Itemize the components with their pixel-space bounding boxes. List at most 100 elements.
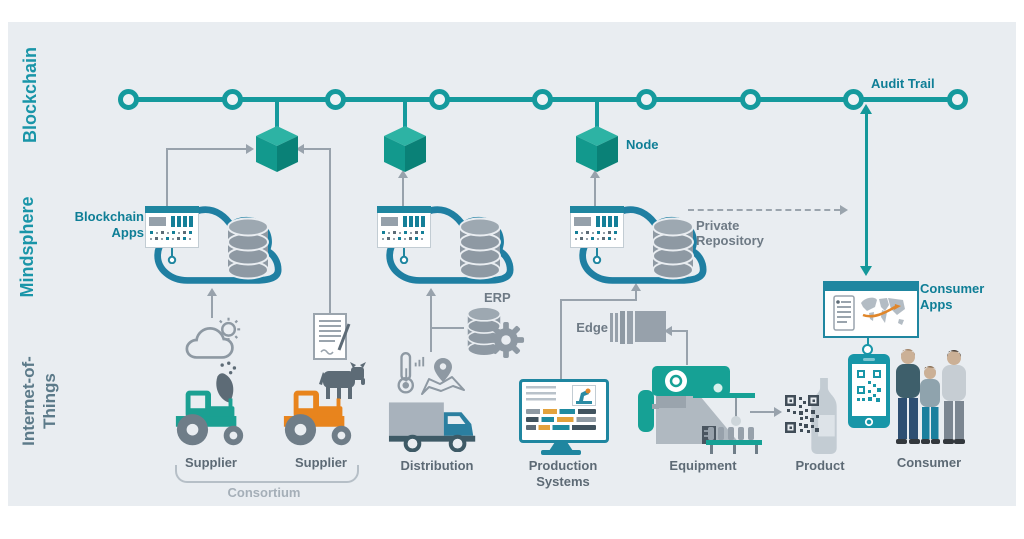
equipment-label: Equipment [669,458,737,473]
world-map-icon [861,297,905,325]
connector [686,331,688,365]
connector [430,327,464,329]
chain-node-circle [325,89,346,110]
chain-node-circle [843,89,864,110]
monitor-data-strip [526,409,596,414]
chain-drop-line [403,101,407,129]
blockchain-apps-label: Blockchain Apps [74,209,144,240]
connector [560,299,637,301]
connector [166,148,246,150]
arrowhead [590,170,600,178]
audit-trail-arrowhead-up [860,104,872,114]
erp-gear-icon [487,321,525,359]
layer-label-iot-line1: Internet-of- [19,356,38,446]
supplier-left-label: Supplier [184,455,237,470]
qr-code-icon [785,395,819,433]
chain-drop-line [595,101,599,129]
layer-label-iot-line2: Things [40,373,60,429]
arrowhead [246,144,254,154]
audit-trail-arrow-line [865,112,868,268]
connector [211,296,213,318]
monitor-chart-box [526,386,556,403]
truck-icon [388,402,476,452]
chain-node-circle [947,89,968,110]
connector [672,330,688,332]
arrowhead [774,407,782,417]
distribution-label: Distribution [400,458,474,473]
erp-label: ERP [484,290,511,305]
consumer-label: Consumer [896,455,962,470]
connector [594,178,596,207]
chain-node-circle [429,89,450,110]
arrowhead [426,288,436,296]
arrowhead [207,288,217,296]
private-repository-label: Private Repository [696,218,764,248]
map-pin-icon [421,358,465,395]
production-monitor [519,379,609,443]
connector [635,291,637,301]
cow-icon [319,362,366,399]
arrowhead [398,170,408,178]
connector [560,299,562,380]
connector [166,148,168,208]
chain-node-circle [118,89,139,110]
cloud-platform-group [573,200,713,300]
thermometer-icon [397,351,425,394]
monitor-data-strip [526,425,596,430]
private-repo-dashed-arrow [688,209,840,211]
checklist-document-icon [833,295,855,331]
smartphone-icon [848,354,890,428]
node-cube-icon [256,126,298,172]
node-label: Node [626,137,659,152]
chain-drop-line [275,101,279,129]
production-systems-label: Production Systems [528,458,598,489]
node-cube-icon [384,126,426,172]
robot-arm-icon [572,385,596,406]
node-cube-icon [576,126,618,172]
layer-label-iot: Internet-of- Things [18,336,62,466]
chain-node-circle [636,89,657,110]
control-panel-icon [145,206,199,264]
layer-label-mindsphere: Mindsphere [17,196,37,298]
consumer-apps-label: Consumer Apps [920,281,985,312]
audit-trail-arrowhead-down [860,266,872,276]
consumer-apps-window [823,281,919,338]
tractor-icon [280,386,358,448]
cloud-platform-group [380,200,520,300]
monitor-stand [549,443,573,451]
database-icon [226,216,270,280]
chain-node-circle [532,89,553,110]
consumer-people-icon [896,349,966,444]
consortium-bracket [175,465,359,483]
product-label: Product [795,458,845,473]
chain-node-circle [740,89,761,110]
connector [430,296,432,352]
arrowhead [631,283,641,291]
cloud-platform-group [148,200,288,300]
consumer-apps-titlebar [825,283,917,291]
arrowhead [296,144,304,154]
consumer-box-stem [867,336,869,345]
weather-cloud-sun-icon [185,317,241,359]
arrowhead [840,205,848,215]
consortium-label: Consortium [227,485,301,500]
connector [750,411,774,413]
monitor-stand-base [541,450,581,455]
database-icon [458,216,502,280]
chain-node-circle [222,89,243,110]
control-panel-icon [570,206,624,264]
edge-stack-icon [610,311,666,344]
audit-trail-label: Audit Trail [871,76,935,91]
edge-label: Edge [576,320,608,335]
seed-icon [216,361,237,403]
monitor-data-strip [526,417,596,422]
connector [402,178,404,207]
layer-label-blockchain: Blockchain [20,46,40,144]
tractor-icon [172,386,250,448]
control-panel-icon [377,206,431,264]
equipment-machine-icon [638,366,762,454]
arrowhead [664,326,672,336]
database-icon [651,216,695,280]
connector [304,148,330,150]
